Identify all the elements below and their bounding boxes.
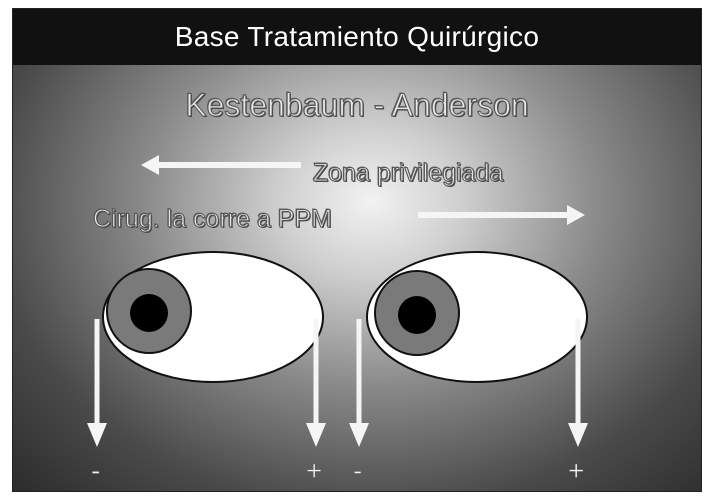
right-eye-plus-label: + <box>568 455 584 487</box>
left-eye <box>103 252 323 382</box>
right-eye <box>367 252 587 382</box>
right-arrow <box>418 205 585 225</box>
right-pupil <box>398 296 436 334</box>
slide: Base Tratamiento Quirúrgico Kestenbaum -… <box>12 8 702 492</box>
left-eye-minus-label: - <box>91 455 100 487</box>
down-arrow-left-minus <box>87 319 107 447</box>
eye-diagram <box>13 9 702 492</box>
left-arrow <box>141 155 301 175</box>
left-pupil <box>130 294 168 332</box>
left-eye-plus-label: + <box>306 455 322 487</box>
right-eye-minus-label: - <box>353 455 362 487</box>
down-arrow-right-minus <box>349 319 369 447</box>
